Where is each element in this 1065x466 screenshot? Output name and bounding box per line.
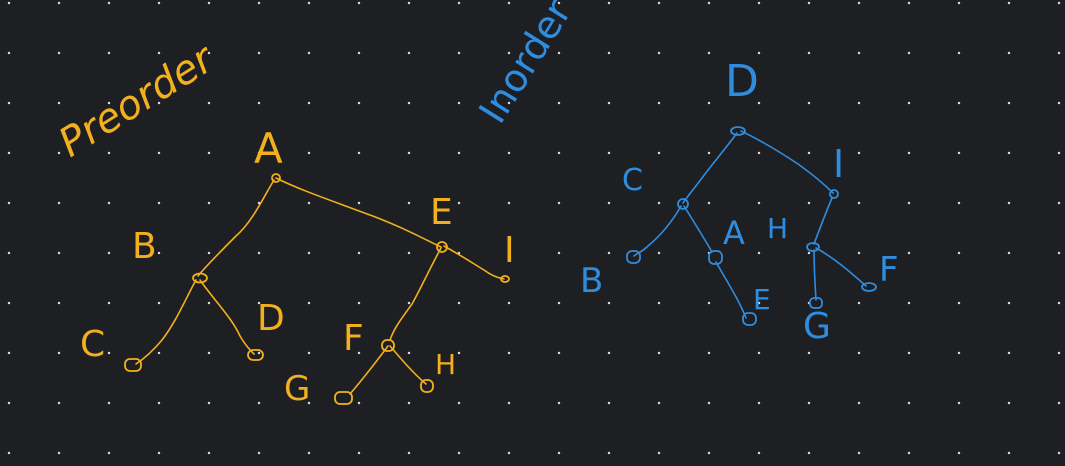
node-label-f: F [343, 318, 364, 359]
node-marker-b [626, 250, 641, 264]
edge-d-i [740, 130, 834, 194]
node-marker-a [271, 173, 281, 183]
node-marker-d [247, 349, 264, 361]
node-label-h: H [767, 212, 788, 245]
node-marker-i [500, 275, 510, 283]
inorder-heading: Inorder [470, 0, 580, 131]
node-marker-f [861, 282, 877, 292]
node-marker-i [829, 189, 839, 199]
node-marker-f [381, 339, 395, 352]
edge-e-i [443, 245, 505, 280]
node-label-i: I [504, 230, 515, 271]
edge-b-c [135, 279, 197, 365]
node-label-g: G [803, 306, 831, 347]
edge-h-f [815, 247, 867, 287]
node-label-c: C [80, 324, 105, 365]
edge-a-e [275, 177, 442, 248]
node-marker-c [677, 198, 689, 210]
node-label-b: B [580, 261, 603, 301]
node-marker-g [334, 391, 353, 405]
node-label-f: F [879, 250, 899, 290]
node-label-g: G [284, 369, 310, 409]
edge-e-f [389, 247, 442, 341]
edge-a-e [715, 261, 747, 319]
edge-b-d [199, 279, 255, 355]
edge-a-b [197, 179, 275, 277]
node-label-c: C [622, 163, 643, 198]
node-label-b: B [132, 226, 157, 267]
node-marker-g [809, 297, 823, 309]
node-marker-b [192, 272, 208, 284]
node-marker-e [742, 312, 757, 326]
node-marker-e [436, 241, 448, 253]
edge-i-h [813, 197, 833, 245]
node-marker-d [730, 126, 746, 136]
node-label-e: E [753, 283, 771, 316]
node-label-d: D [257, 298, 285, 339]
node-marker-c [124, 358, 142, 372]
node-marker-h [806, 242, 820, 252]
node-label-a: A [254, 124, 283, 173]
node-label-h: H [435, 348, 456, 381]
edge-c-a [683, 205, 713, 253]
node-label-e: E [430, 192, 453, 233]
node-marker-a [708, 250, 723, 265]
node-label-i: I [833, 142, 844, 186]
edge-f-h [389, 345, 427, 385]
edge-c-b [633, 205, 682, 257]
preorder-tree: Preorder A B C D E F G H I [51, 35, 515, 409]
edge-d-c [682, 132, 738, 204]
inorder-tree: Inorder D C B A E H G F I [470, 0, 898, 347]
node-marker-h [420, 379, 434, 393]
edge-h-g [813, 249, 817, 301]
node-label-a: A [723, 214, 745, 252]
preorder-heading: Preorder [51, 35, 224, 167]
node-label-d: D [725, 56, 759, 107]
